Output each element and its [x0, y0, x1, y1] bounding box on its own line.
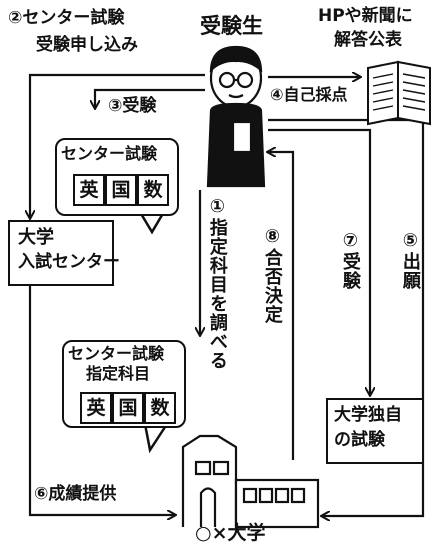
media-label-line1: HPや新聞に — [318, 6, 413, 26]
step4-label: ④自己採点 — [270, 85, 348, 104]
subject-english: 英 — [80, 392, 112, 424]
center-label-line2: 入試センター — [18, 252, 120, 272]
university-label: ○×大学 — [195, 522, 266, 544]
bubble-top-title: センター試験 — [61, 144, 158, 163]
step6-label: ⑥成績提供 — [34, 484, 117, 504]
student-figure — [206, 45, 266, 188]
bubble-bottom-subjects: 英 国 数 — [80, 392, 176, 424]
subject-japanese: 国 — [105, 174, 137, 206]
subject-english: 英 — [73, 174, 105, 206]
subject-japanese: 国 — [112, 392, 144, 424]
arrow-step2 — [30, 73, 205, 218]
arrow-step7 — [268, 128, 370, 395]
step3-label: ③受験 — [108, 96, 157, 116]
bubble-top: センター試験 英 国 数 — [55, 138, 179, 216]
arrow-step8 — [268, 152, 295, 460]
arrow-step3 — [95, 88, 205, 108]
subject-math: 数 — [144, 392, 176, 424]
university-exam-box: 大学独自 の試験 — [326, 398, 424, 464]
student-label: 受験生 — [200, 14, 263, 38]
step2-label-line1: ②センター試験 — [8, 8, 125, 28]
bubble-top-subjects: 英 国 数 — [73, 174, 169, 206]
bubble-bottom: センター試験 指定科目 英 国 数 — [62, 340, 186, 428]
step2-label-line2: 受験申し込み — [36, 35, 138, 55]
arrow-step5 — [268, 118, 425, 516]
university-exam-label-line1: 大学独自 — [334, 405, 402, 425]
center-box: 大学 入試センター — [8, 220, 120, 286]
arrow-step6 — [28, 285, 175, 515]
bubble-bottom-title-line1: センター試験 — [68, 344, 165, 363]
newspaper-icon — [367, 60, 431, 126]
center-label-line1: 大学 — [18, 227, 54, 248]
bubble-bottom-title-line2: 指定科目 — [86, 364, 151, 383]
university-building — [181, 434, 320, 529]
step1-label: ①指定科目を調べる — [206, 196, 228, 370]
media-label-line2: 解答公表 — [334, 30, 402, 50]
university-exam-label-line2: の試験 — [334, 430, 385, 450]
bubble-bottom-tail — [143, 423, 169, 454]
subject-math: 数 — [137, 174, 169, 206]
step8-label: ⑧合否決定 — [261, 226, 283, 324]
step5-label: ⑤出願 — [399, 230, 421, 290]
step7-label: ⑦受験 — [339, 230, 361, 290]
